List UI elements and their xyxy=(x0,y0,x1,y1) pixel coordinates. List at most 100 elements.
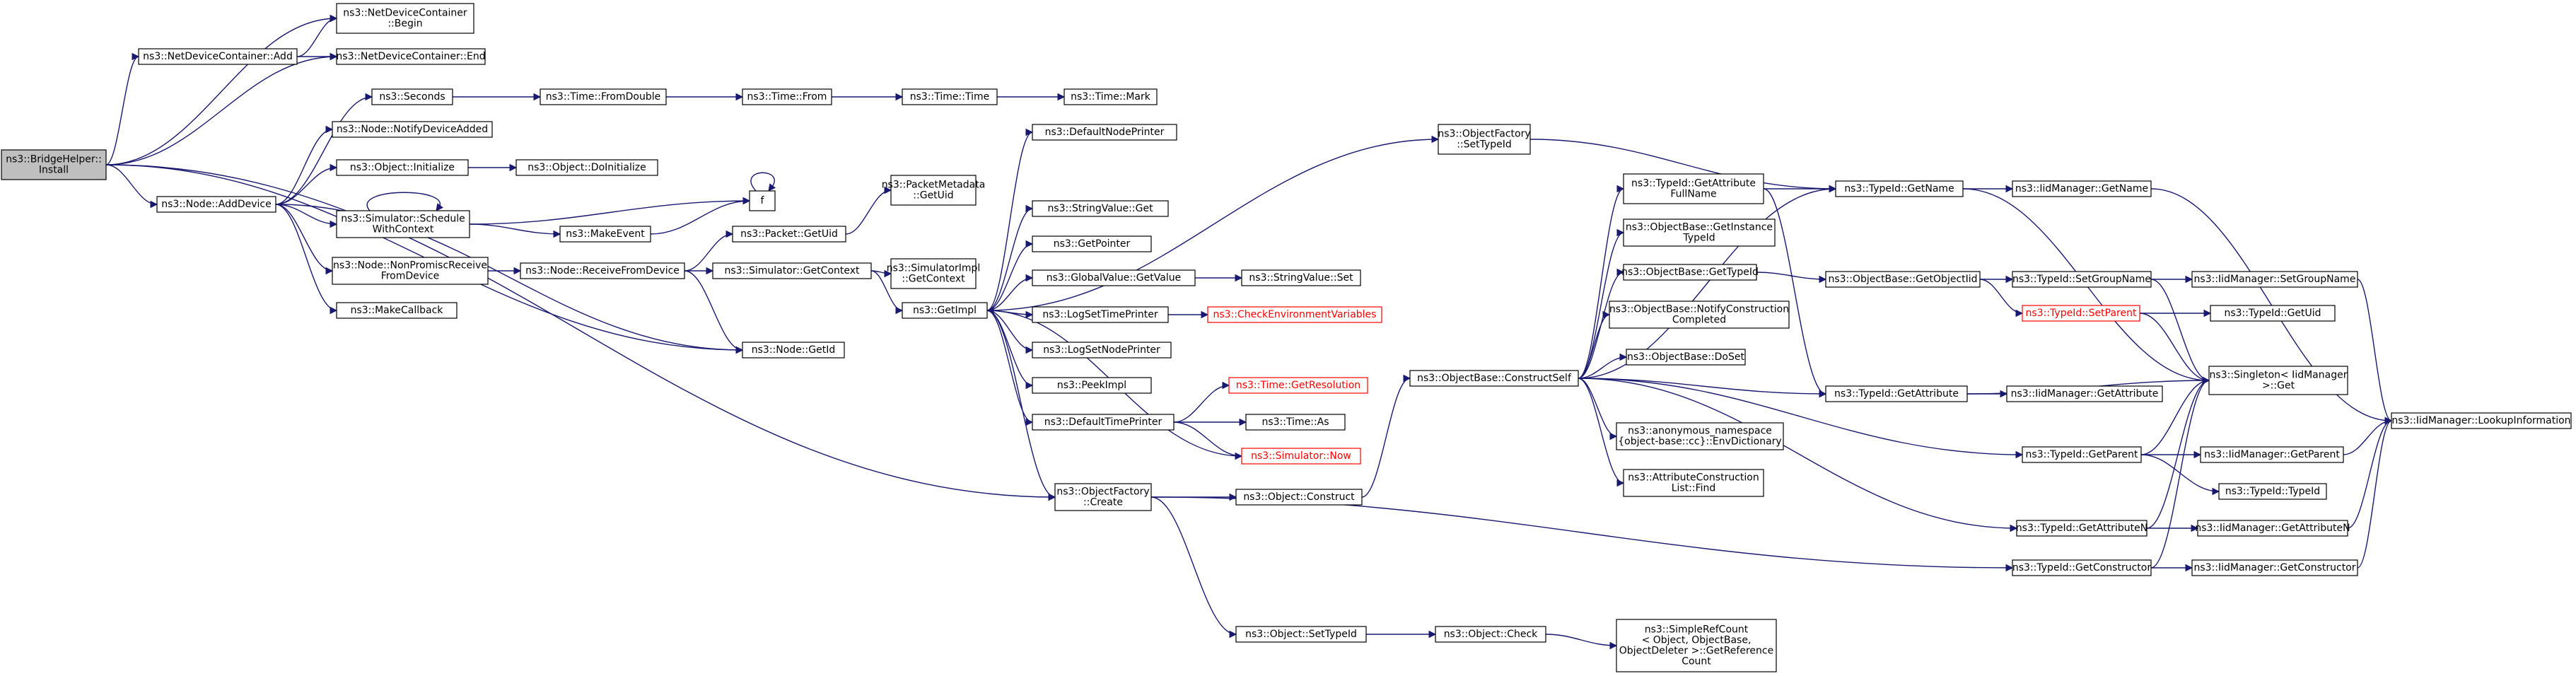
node-label: ns3::NetDeviceContainer xyxy=(343,8,467,19)
edge-arrowhead xyxy=(895,93,904,101)
node-fromDouble[interactable]: ns3::Time::FromDouble xyxy=(540,88,667,105)
node-iidSetGroup[interactable]: ns3::IidManager::SetGroupName xyxy=(2191,271,2358,288)
node-objDoInit[interactable]: ns3::Object::DoInitialize xyxy=(515,159,658,176)
node-simpleRef[interactable]: ns3::SimpleRefCount< Object, ObjectBase,… xyxy=(1616,619,1777,672)
node-objConstruct[interactable]: ns3::Object::Construct xyxy=(1235,489,1363,506)
node-obGetTid[interactable]: ns3::ObjectBase::GetTypeId xyxy=(1621,264,1759,281)
node-logSetTime[interactable]: ns3::LogSetTimePrinter xyxy=(1032,306,1169,323)
node-label: ns3::ObjectBase::GetInstance xyxy=(1626,222,1773,233)
edge-arrowhead xyxy=(1403,374,1411,383)
node-iidGetName[interactable]: ns3::IidManager::GetName xyxy=(2012,180,2152,197)
node-makeEvent[interactable]: ns3::MakeEvent xyxy=(559,226,651,243)
node-obNotify[interactable]: ns3::ObjectBase::NotifyConstructionCompl… xyxy=(1609,301,1790,329)
node-box xyxy=(742,88,832,105)
node-tidGetAttr[interactable]: ns3::TypeId::GetAttribute xyxy=(1825,385,1968,402)
node-objSetTypeId[interactable]: ns3::Object::SetTypeId xyxy=(1235,626,1367,643)
node-strValSet[interactable]: ns3::StringValue::Set xyxy=(1241,269,1361,286)
node-tidGetParent[interactable]: ns3::TypeId::GetParent xyxy=(2022,446,2142,463)
node-ndcAdd[interactable]: ns3::NetDeviceContainer::Add xyxy=(138,48,298,65)
node-recvFrom[interactable]: ns3::Node::ReceiveFromDevice xyxy=(520,262,685,279)
node-tidTypeId[interactable]: ns3::TypeId::TypeId xyxy=(2218,483,2327,500)
edge-arrowhead xyxy=(1025,204,1034,213)
node-simGetCtx[interactable]: ns3::Simulator::GetContext xyxy=(712,262,872,279)
node-tidGetCtor[interactable]: ns3::TypeId::GetConstructor xyxy=(2012,559,2152,576)
node-label: ns3::IidManager::GetParent xyxy=(2204,449,2340,460)
node-obGetObjTid[interactable]: ns3::ObjectBase::GetObjectIid xyxy=(1825,271,1981,288)
node-nodeGetId[interactable]: ns3::Node::GetId xyxy=(742,342,845,359)
node-timeFrom[interactable]: ns3::Time::From xyxy=(742,88,832,105)
node-label: ::SetTypeId xyxy=(1457,139,1512,151)
node-notifyDev[interactable]: ns3::Node::NotifyDeviceAdded xyxy=(332,121,493,138)
node-iidGetParent[interactable]: ns3::IidManager::GetParent xyxy=(2200,446,2344,463)
node-ndcEnd[interactable]: ns3::NetDeviceContainer::End xyxy=(336,48,486,65)
node-pmGetUid[interactable]: ns3::PacketMetadata::GetUid xyxy=(882,175,986,206)
node-tidGetName[interactable]: ns3::TypeId::GetName xyxy=(1835,180,1964,197)
node-objCheck[interactable]: ns3::Object::Check xyxy=(1435,626,1546,643)
node-makeCb[interactable]: ns3::MakeCallback xyxy=(336,302,457,319)
edge-line xyxy=(1173,421,1242,457)
node-simNow[interactable]: ns3::Simulator::Now xyxy=(1241,448,1361,465)
node-anonEnv[interactable]: ns3::anonymous_namespace{object-base::cc… xyxy=(1616,422,1784,450)
node-ndcBegin[interactable]: ns3::NetDeviceContainer::Begin xyxy=(336,3,474,34)
node-defNodePrinter[interactable]: ns3::DefaultNodePrinter xyxy=(1032,124,1177,141)
node-timeTime[interactable]: ns3::Time::Time xyxy=(902,88,998,105)
node-box xyxy=(2210,305,2336,322)
node-ofSetTypeId[interactable]: ns3::ObjectFactory::SetTypeId xyxy=(1438,124,1531,155)
edge-line xyxy=(275,96,373,205)
node-timeMark[interactable]: ns3::Time::Mark xyxy=(1063,88,1158,105)
edge-arrowhead xyxy=(768,183,776,192)
node-box xyxy=(1054,483,1152,511)
edge-arrowhead xyxy=(742,197,751,205)
edge-defTimePrinter-to-timeAs xyxy=(1173,418,1247,426)
node-defTimePrinter[interactable]: ns3::DefaultTimePrinter xyxy=(1032,414,1175,431)
node-box xyxy=(1835,180,1964,197)
node-obConstructSelf[interactable]: ns3::ObjectBase::ConstructSelf xyxy=(1409,370,1579,387)
edge-iidGetCtor-to-iidLookup xyxy=(2357,416,2393,569)
node-label: ns3::TypeId::TypeId xyxy=(2225,486,2320,497)
node-pktGetUid[interactable]: ns3::Packet::GetUid xyxy=(732,226,846,243)
node-bridge[interactable]: ns3::BridgeHelper::Install xyxy=(1,149,107,180)
node-getPointer[interactable]: ns3::GetPointer xyxy=(1032,235,1152,252)
node-tidSetGroup[interactable]: ns3::TypeId::SetGroupName xyxy=(2012,271,2152,288)
node-iidGetCtor[interactable]: ns3::IidManager::GetConstructor xyxy=(2191,559,2358,576)
node-tidSetParent[interactable]: ns3::TypeId::SetParent xyxy=(2022,305,2140,322)
node-label: ns3::Time::FromDouble xyxy=(546,91,661,103)
node-strValGet[interactable]: ns3::StringValue::Get xyxy=(1032,200,1169,217)
node-f[interactable]: f xyxy=(749,190,776,211)
edge-timeTime-to-timeMark xyxy=(996,93,1066,101)
node-iidGetAttr[interactable]: ns3::IidManager::GetAttribute xyxy=(2006,385,2163,402)
node-gvGetValue[interactable]: ns3::GlobalValue::GetValue xyxy=(1032,269,1196,286)
node-getRes[interactable]: ns3::Time::GetResolution xyxy=(1228,377,1368,394)
edge-arrowhead xyxy=(1616,268,1625,276)
node-tidGetUid[interactable]: ns3::TypeId::GetUid xyxy=(2210,305,2336,322)
node-tidGetAttrN[interactable]: ns3::TypeId::GetAttributeN xyxy=(2016,520,2147,537)
edge-getImpl-to-strValGet xyxy=(986,204,1034,311)
node-objInit[interactable]: ns3::Object::Initialize xyxy=(336,159,469,176)
node-seconds[interactable]: ns3::Seconds xyxy=(371,88,453,105)
node-simImplGetCtx[interactable]: ns3::SimulatorImpl::GetContext xyxy=(887,258,981,289)
node-peekImpl[interactable]: ns3::PeekImpl xyxy=(1032,377,1152,394)
node-logSetNode[interactable]: ns3::LogSetNodePrinter xyxy=(1032,342,1172,359)
node-obDoSet[interactable]: ns3::ObjectBase::DoSet xyxy=(1626,349,1746,366)
edge-objSetTypeId-to-objCheck xyxy=(1366,630,1437,639)
edge-line xyxy=(1578,378,1617,437)
edge-arrowhead xyxy=(1048,493,1056,501)
node-iidGetAttrN[interactable]: ns3::IidManager::GetAttributeN xyxy=(2195,520,2350,537)
node-singleton[interactable]: ns3::Singleton< IidManager>::Get xyxy=(2208,366,2348,395)
edge-arrowhead xyxy=(2193,450,2202,459)
node-iidLookup[interactable]: ns3::IidManager::LookupInformation xyxy=(2391,412,2572,429)
node-getImpl[interactable]: ns3::GetImpl xyxy=(902,302,988,319)
edge-obGetObjTid-to-tidSetParent xyxy=(1979,279,2024,317)
node-timeAs[interactable]: ns3::Time::As xyxy=(1245,414,1346,431)
node-label: ns3::IidManager::GetAttribute xyxy=(2011,388,2159,400)
node-ofCreate[interactable]: ns3::ObjectFactory::Create xyxy=(1054,483,1152,511)
node-checkEnv[interactable]: ns3::CheckEnvironmentVariables xyxy=(1207,306,1382,323)
node-nodeAdd[interactable]: ns3::Node::AddDevice xyxy=(156,196,276,213)
node-label: List::Find xyxy=(1672,483,1716,494)
edge-arrowhead xyxy=(2005,185,2014,193)
